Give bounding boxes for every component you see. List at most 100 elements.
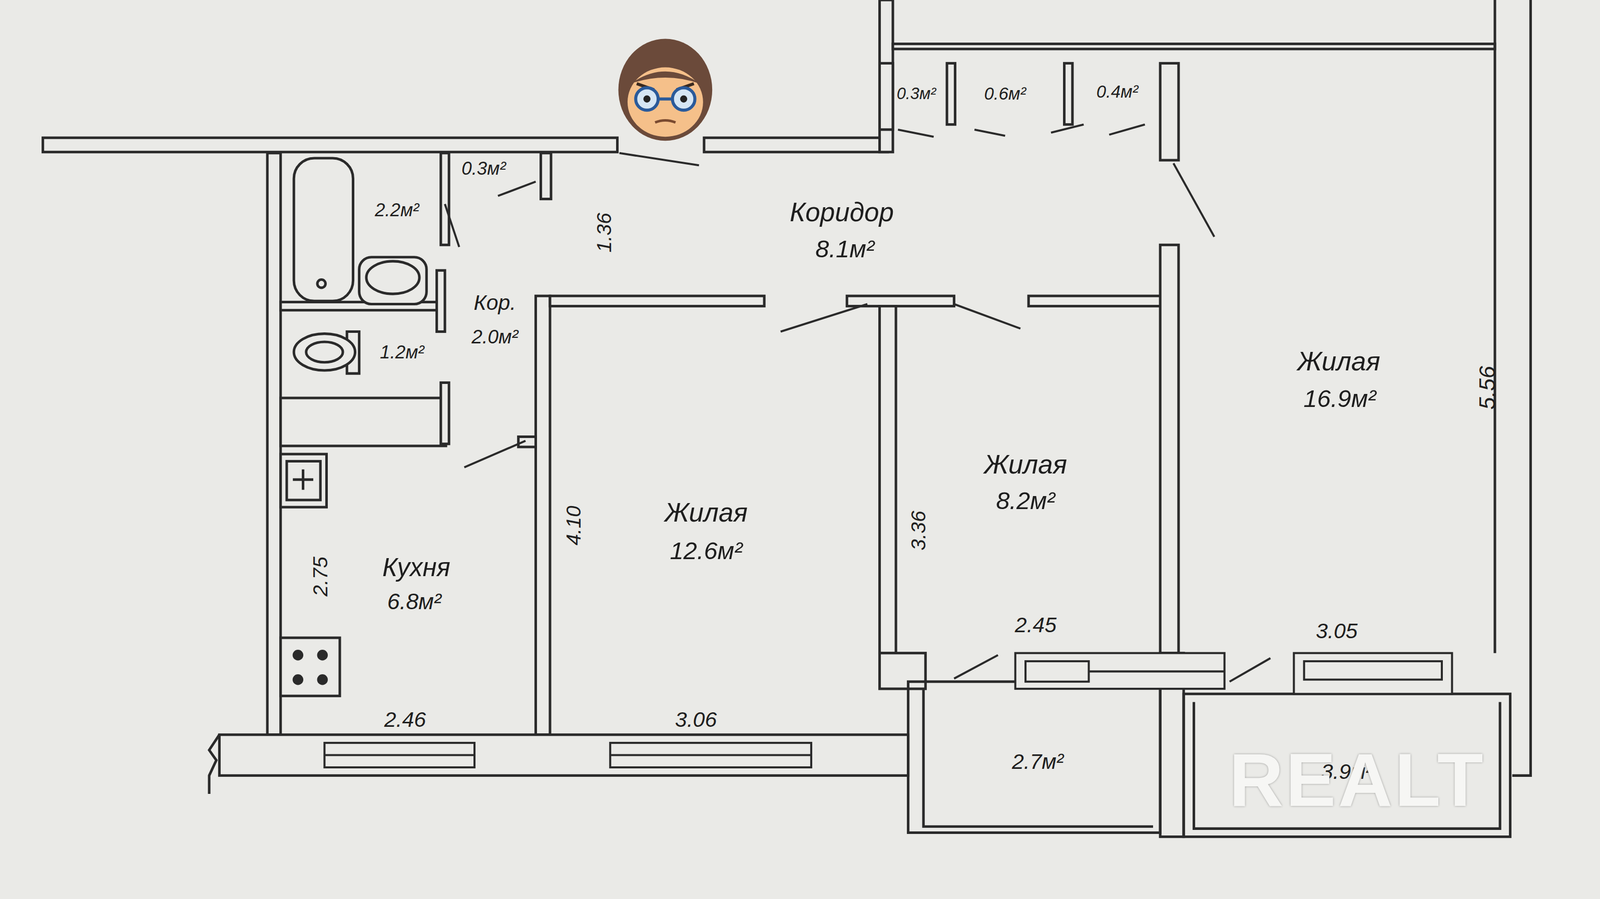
wall <box>209 734 220 794</box>
door-swing <box>953 655 998 679</box>
wall <box>550 295 765 306</box>
dimension-label: 2.45 <box>1014 613 1057 636</box>
wall <box>1160 63 1179 161</box>
wall <box>1194 702 1501 829</box>
window <box>1015 653 1225 689</box>
face-icon <box>655 120 676 123</box>
door-swing <box>1050 124 1084 133</box>
window <box>610 754 812 757</box>
area-label: 6.8м² <box>387 590 442 614</box>
fixture <box>317 279 326 288</box>
face-icon <box>618 38 713 141</box>
face-icon <box>618 38 713 141</box>
wall <box>704 137 888 153</box>
wall <box>879 63 894 130</box>
room-name: Кор. <box>473 291 516 313</box>
area-label: 0.6м² <box>984 85 1026 103</box>
wall <box>219 734 908 776</box>
door-swing <box>1229 658 1271 682</box>
door-swing <box>444 124 1271 682</box>
wall <box>1493 0 1496 654</box>
wall <box>923 689 1154 827</box>
wall <box>1160 244 1179 653</box>
wall <box>43 0 1531 837</box>
fixture <box>306 341 343 363</box>
wall <box>440 153 449 245</box>
wall <box>541 153 552 200</box>
face-icon <box>672 87 696 111</box>
window <box>1089 670 1225 673</box>
door-swing <box>953 303 1021 329</box>
door-swing <box>780 303 868 332</box>
fixture <box>293 158 353 301</box>
room-name: Коридор <box>789 199 894 226</box>
face-icon <box>680 95 688 103</box>
door-swing <box>897 129 934 137</box>
door-swing <box>497 181 536 197</box>
wall <box>1512 0 1531 776</box>
window <box>324 742 475 768</box>
wall <box>280 397 446 446</box>
room-name: Жилая <box>664 498 748 526</box>
area-label: 2.7м² <box>1011 750 1064 772</box>
area-label: 1.2м² <box>379 342 424 362</box>
watermark: REALT <box>1229 742 1486 819</box>
window <box>1025 661 1089 682</box>
door-swing <box>1173 163 1215 237</box>
wall <box>879 0 894 153</box>
fixture <box>318 675 327 684</box>
wall <box>1064 63 1073 125</box>
wall <box>892 44 1495 50</box>
room-name: Жилая <box>983 450 1068 478</box>
fixture <box>280 453 327 507</box>
window <box>1304 661 1442 680</box>
wall <box>1183 693 1510 837</box>
wall <box>1028 295 1162 306</box>
door-swing <box>619 153 700 166</box>
fixture <box>280 637 340 696</box>
dimension-label: 3.05 <box>1315 619 1358 642</box>
fixture <box>293 651 302 660</box>
fixture <box>318 651 327 660</box>
wall <box>267 153 281 735</box>
area-label: 12.6м² <box>669 538 743 564</box>
dimension-label: 4.10 <box>563 505 584 546</box>
wall <box>946 63 955 125</box>
face-icon <box>635 87 659 111</box>
area-label: 2.0м² <box>471 326 518 347</box>
area-label: 0.4м² <box>1096 83 1139 101</box>
dimension-label: 1.36 <box>594 212 615 253</box>
area-label: 0.3м² <box>896 85 937 103</box>
wall <box>535 295 551 735</box>
area-label: 2.2м² <box>374 201 419 220</box>
wall <box>436 270 445 332</box>
fixture <box>293 675 302 684</box>
area-label: 16.9м² <box>1303 386 1377 412</box>
fixture <box>359 257 427 305</box>
dimension-label: 5.56 <box>1476 365 1499 410</box>
wall <box>440 382 449 444</box>
wall <box>908 681 1161 833</box>
door-swing <box>444 204 460 248</box>
fixture <box>280 158 427 696</box>
dimension-label: 2.75 <box>310 556 331 597</box>
dimension-label: 3.06 <box>675 708 717 731</box>
window <box>324 754 475 757</box>
dimension-label: 3.36 <box>908 510 929 551</box>
room-name: Жилая <box>1297 347 1381 375</box>
window <box>610 742 812 768</box>
fixture <box>292 469 314 490</box>
wall <box>879 653 926 689</box>
window <box>1293 653 1452 695</box>
wall <box>43 137 618 153</box>
face-icon <box>643 95 651 103</box>
face-icon <box>627 67 704 138</box>
door-swing <box>464 440 526 468</box>
area-label: 0.3м² <box>461 159 506 178</box>
face-icon <box>630 71 701 84</box>
area-label: 8.1м² <box>815 236 875 262</box>
fixture <box>286 460 321 500</box>
face-icon <box>658 97 673 101</box>
wall <box>879 306 897 654</box>
